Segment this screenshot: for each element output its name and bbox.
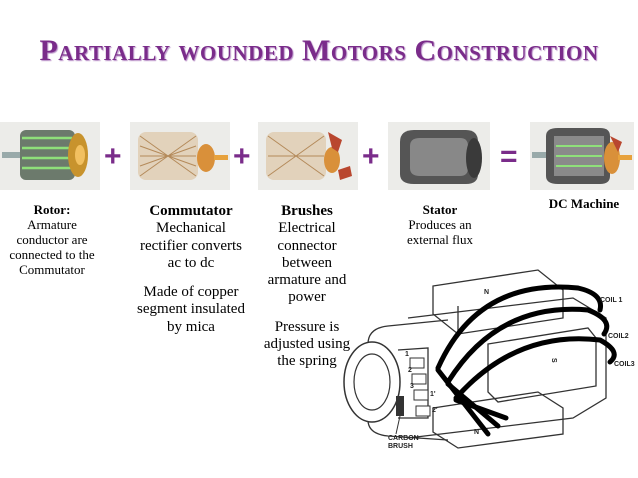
commutator-material: Made of copper segment insulated by mica	[137, 284, 245, 335]
brushes-description: Electrical connector between armature an…	[267, 220, 347, 306]
brushes-image	[258, 122, 358, 190]
commutator-caption: Commutator Mechanical rectifier converts…	[137, 203, 245, 336]
carbon-brush-label-1: CARBON	[388, 435, 419, 442]
stator-caption: Stator Produces an external flux	[392, 202, 488, 248]
plus-operator-2: +	[233, 140, 251, 173]
rotor-description: Armature conductor are connected to the …	[9, 216, 95, 277]
rotor-title: Rotor:	[33, 202, 71, 217]
segment-2-label: 2	[408, 367, 412, 374]
segment-3-label: 3	[410, 383, 414, 390]
carbon-brush-label-2: BRUSH	[388, 443, 413, 450]
dc-machine-image	[530, 122, 634, 190]
north-bottom-label: N	[474, 429, 479, 436]
dc-machine-caption: DC Machine	[548, 196, 620, 211]
stator-title: Stator	[422, 202, 458, 217]
plus-operator-1: +	[104, 140, 122, 173]
plus-operator-3: +	[362, 140, 380, 173]
commutator-title: Commutator	[149, 203, 233, 219]
segment-1-label: 1	[405, 351, 409, 358]
rotor-caption: Rotor: Armature conductor are connected …	[0, 202, 104, 278]
brushes-caption: Brushes Electrical connector between arm…	[256, 203, 358, 370]
stator-description: Produces an external flux	[406, 216, 474, 247]
coil2-label: COIL2	[608, 333, 629, 340]
commutator-description: Mechanical rectifier converts ac to dc	[139, 220, 243, 271]
page-title: Partially wounded Motors Construction	[39, 34, 599, 67]
equals-operator: =	[500, 140, 518, 173]
brushes-pressure-note: Pressure is adjusted using the spring	[263, 318, 351, 370]
south-pole-label: S	[550, 358, 557, 363]
segment-2b-label: 2'	[432, 407, 438, 414]
coil1-label: COIL 1	[600, 297, 623, 304]
north-pole-label: N	[484, 289, 489, 296]
motor-diagram: N S N COIL 1 COIL2 COIL3 CARBON BRUSH 1 …	[338, 258, 636, 456]
coil3-label: COIL3	[614, 361, 635, 368]
commutator-image	[130, 122, 230, 190]
brushes-title: Brushes	[281, 203, 333, 219]
stator-image	[388, 122, 490, 190]
rotor-image	[0, 122, 100, 190]
segment-1b-label: 1'	[430, 391, 436, 398]
